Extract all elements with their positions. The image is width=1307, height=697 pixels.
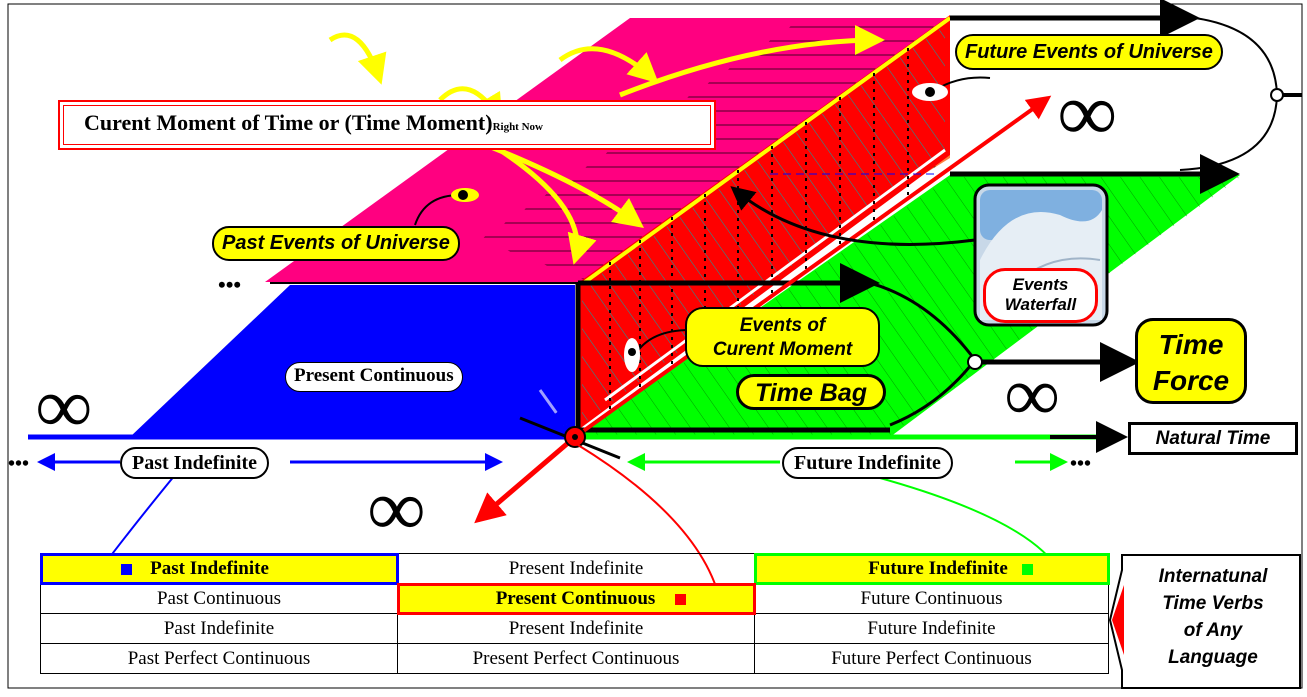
loop-knot bbox=[1270, 88, 1284, 102]
moment-edge bbox=[583, 16, 952, 284]
infinity-top: ∞ bbox=[1058, 67, 1116, 158]
red-arrow-back bbox=[573, 95, 1052, 439]
cell-text: Past Indefinite bbox=[150, 557, 269, 579]
verb-table: Past Indefinite Present Indefinite Futur… bbox=[39, 552, 1110, 674]
events-waterfall-line2: Waterfall bbox=[1004, 295, 1077, 314]
events-of-line1: Events of bbox=[739, 315, 826, 336]
current-moment-label: Curent Moment of Time or (Time Moment)Ri… bbox=[58, 100, 716, 150]
table-cell: Past Perfect Continuous bbox=[40, 643, 398, 674]
past-indefinite-label: Past Indefinite bbox=[120, 447, 269, 479]
blue-marker bbox=[121, 563, 133, 575]
table-cell: Past Indefinite bbox=[39, 552, 399, 585]
table-cell: Past Indefinite bbox=[40, 613, 398, 644]
past-events-dots: ••• bbox=[218, 272, 241, 297]
table-cell: Present Perfect Continuous bbox=[397, 643, 755, 674]
bag-curve-bottom bbox=[889, 359, 977, 427]
time-force-label: Time Force bbox=[1135, 318, 1247, 404]
past-plane bbox=[130, 285, 575, 437]
table-row: Past Indefinite Present Indefinite Futur… bbox=[39, 552, 1110, 585]
table-row: Past Perfect Continuous Present Perfect … bbox=[40, 643, 1109, 674]
present-wall-hatch bbox=[582, 25, 945, 425]
time-force-line2: Force bbox=[1152, 365, 1230, 396]
side-label-arrow bbox=[1112, 585, 1124, 655]
moment-eye-pupil bbox=[628, 348, 636, 356]
side-line3: of Any bbox=[1183, 620, 1243, 641]
infinity-left: ∞ bbox=[36, 362, 92, 449]
future-events-label: Future Events of Universe bbox=[955, 34, 1223, 70]
table-cell: Future Indefinite bbox=[754, 613, 1109, 644]
table-cell: Present Indefinite bbox=[397, 553, 755, 584]
waterfall-pointer bbox=[730, 186, 976, 246]
moment-core bbox=[572, 434, 578, 440]
bag-curve-top bbox=[869, 281, 977, 361]
frame-border bbox=[7, 3, 1303, 689]
table-row: Past Indefinite Present Indefinite Futur… bbox=[40, 613, 1109, 644]
table-cell: Future Perfect Continuous bbox=[754, 643, 1109, 674]
present-continuous-pointer bbox=[538, 389, 567, 428]
table-cell: Past Continuous bbox=[40, 583, 398, 614]
side-line1: Internatunal bbox=[1158, 566, 1268, 587]
infinity-bottom: ∞ bbox=[368, 465, 425, 553]
time-bag-label: Time Bag bbox=[736, 374, 886, 410]
red-arrow-front bbox=[474, 435, 577, 524]
international-label: Internatunal Time Verbs of Any Language bbox=[1128, 563, 1298, 671]
natural-time-label: Natural Time bbox=[1128, 422, 1298, 455]
cell-text: Future Indefinite bbox=[868, 557, 1008, 579]
cell-text: Present Continuous bbox=[495, 587, 656, 609]
yellow-flow-arrows bbox=[328, 25, 885, 265]
green-marker bbox=[1021, 563, 1033, 575]
events-waterfall-label: Events Waterfall bbox=[983, 268, 1098, 323]
side-line2: Time Verbs bbox=[1162, 593, 1264, 614]
wall-inner-edge bbox=[604, 148, 946, 402]
past-eye-pupil bbox=[458, 190, 468, 200]
past-events-label: Past Events of Universe bbox=[212, 226, 460, 261]
left-dots: ••• bbox=[8, 453, 29, 475]
current-moment-text: Curent Moment of Time or (Time Moment) bbox=[84, 110, 493, 135]
side-line4: Language bbox=[1168, 647, 1258, 668]
future-eye-pupil bbox=[925, 87, 935, 97]
bag-knot bbox=[967, 354, 983, 370]
table-cell: Present Indefinite bbox=[397, 613, 755, 644]
present-continuous-label: Present Continuous bbox=[285, 362, 463, 392]
infinity-right: ∞ bbox=[1005, 353, 1059, 437]
red-marker bbox=[675, 593, 687, 605]
right-dots: ••• bbox=[1070, 453, 1091, 475]
events-of-moment-label: Events of Curent Moment bbox=[685, 307, 880, 367]
events-waterfall-line1: Events bbox=[1012, 275, 1069, 294]
table-cell: Present Continuous bbox=[396, 582, 756, 615]
events-of-line2: Curent Moment bbox=[712, 339, 853, 360]
table-cell: Future Continuous bbox=[754, 583, 1109, 614]
future-indefinite-label: Future Indefinite bbox=[782, 447, 953, 479]
past-events-stripes bbox=[480, 20, 950, 280]
table-cell: Future Indefinite bbox=[753, 552, 1110, 585]
table-row: Past Continuous Present Continuous Futur… bbox=[40, 582, 1109, 615]
right-now-text: Right Now bbox=[492, 121, 543, 133]
time-force-line1: Time bbox=[1158, 329, 1224, 360]
side-label-box bbox=[1108, 554, 1301, 689]
